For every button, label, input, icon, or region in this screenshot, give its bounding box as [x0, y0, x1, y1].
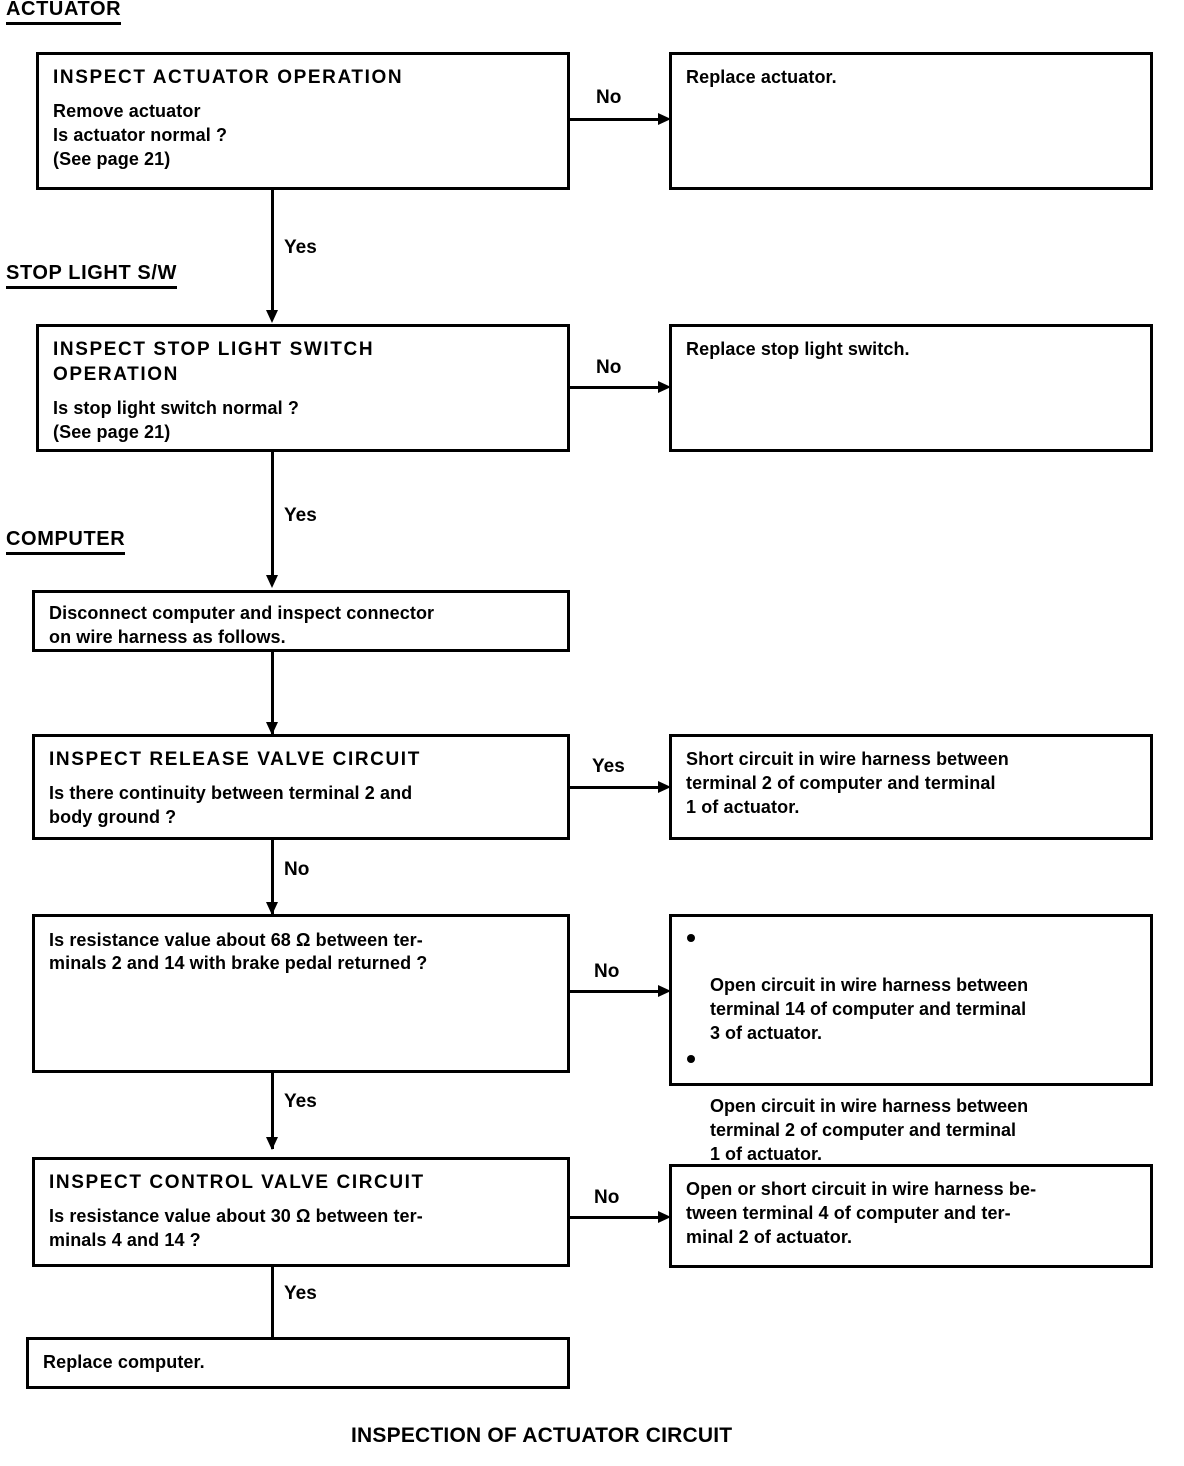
arrow-actuator-no	[658, 113, 671, 125]
edge-label-control-valve-no: No	[594, 1187, 620, 1208]
list-item: Open circuit in wire harness between ter…	[680, 925, 1140, 1045]
edge-label-resistance68-no: No	[594, 961, 620, 982]
box-title: INSPECT STOP LIGHT SWITCH OPERATION	[53, 339, 375, 385]
arrow-release-valve-yes	[658, 781, 671, 793]
box-body: Open or short circuit in wire harness be…	[686, 1179, 1037, 1247]
section-label-actuator: ACTUATOR	[6, 0, 122, 25]
box-replace-stop-light-switch: Replace stop light switch.	[669, 324, 1153, 452]
arrow-resistance68-yes	[266, 1137, 278, 1150]
connector-actuator-yes	[271, 190, 274, 314]
edge-label-resistance68-yes: Yes	[284, 1091, 317, 1112]
arrow-actuator-yes	[266, 310, 278, 323]
edge-label-release-valve-no: No	[284, 859, 310, 880]
list-item: Open circuit in wire harness between ter…	[680, 1046, 1140, 1166]
connector-actuator-no	[570, 118, 662, 121]
box-body: Short circuit in wire harness between te…	[686, 749, 1009, 817]
edge-label-actuator-no: No	[596, 87, 622, 108]
bullet-dot-icon	[687, 1055, 695, 1063]
box-body: Disconnect computer and inspect connecto…	[49, 603, 435, 647]
edge-label-actuator-yes: Yes	[284, 237, 317, 258]
bullet-dot-icon	[687, 934, 695, 942]
arrow-release-valve-no	[266, 902, 278, 915]
connector-resistance68-yes	[271, 1073, 274, 1149]
box-replace-computer: Replace computer.	[26, 1337, 570, 1389]
box-body: Replace stop light switch.	[686, 339, 910, 359]
connector-stop-light-yes	[271, 452, 274, 578]
box-body: Remove actuator Is actuator normal ? (Se…	[53, 101, 228, 169]
box-resistance-68-ohm: Is resistance value about 68 Ω between t…	[32, 914, 570, 1073]
box-body: Is resistance value about 30 Ω between t…	[49, 1206, 423, 1250]
connector-control-valve-no	[570, 1216, 662, 1219]
box-title: INSPECT CONTROL VALVE CIRCUIT	[49, 1172, 425, 1193]
box-title: INSPECT RELEASE VALVE CIRCUIT	[49, 749, 421, 770]
box-body: Is stop light switch normal ? (See page …	[53, 398, 299, 442]
edge-label-stop-light-yes: Yes	[284, 505, 317, 526]
edge-label-release-valve-yes: Yes	[592, 756, 625, 777]
box-inspect-actuator-operation: INSPECT ACTUATOR OPERATION Remove actuat…	[36, 52, 570, 190]
box-inspect-release-valve-circuit: INSPECT RELEASE VALVE CIRCUIT Is there c…	[32, 734, 570, 840]
box-body: Replace computer.	[43, 1352, 205, 1372]
box-title: INSPECT ACTUATOR OPERATION	[53, 67, 404, 88]
box-replace-actuator: Replace actuator.	[669, 52, 1153, 190]
arrow-disconnect-to-release	[266, 722, 278, 735]
box-open-circuit-list: Open circuit in wire harness between ter…	[669, 914, 1153, 1164]
connector-release-valve-no	[271, 840, 274, 914]
arrow-stop-light-no	[658, 381, 671, 393]
box-body: Is there continuity between terminal 2 a…	[49, 783, 413, 827]
box-disconnect-computer: Disconnect computer and inspect connecto…	[32, 590, 570, 652]
connector-control-valve-yes	[271, 1267, 274, 1337]
connector-release-valve-yes	[570, 786, 662, 789]
box-body: Replace actuator.	[686, 67, 837, 87]
box-short-circuit-release-valve: Short circuit in wire harness between te…	[669, 734, 1153, 840]
connector-stop-light-no	[570, 386, 662, 389]
connector-resistance68-no	[570, 990, 662, 993]
box-inspect-control-valve-circuit: INSPECT CONTROL VALVE CIRCUIT Is resista…	[32, 1157, 570, 1267]
figure-caption: INSPECTION OF ACTUATOR CIRCUIT	[351, 1424, 733, 1447]
connector-disconnect-to-release	[271, 652, 274, 734]
section-label-computer: COMPUTER	[6, 528, 126, 555]
list-item-text: Open circuit in wire harness between ter…	[710, 1096, 1029, 1164]
arrow-resistance68-no	[658, 985, 671, 997]
arrow-stop-light-yes	[266, 575, 278, 588]
edge-label-stop-light-no: No	[596, 357, 622, 378]
box-body: Is resistance value about 68 Ω between t…	[49, 930, 428, 973]
arrow-control-valve-no	[658, 1211, 671, 1223]
box-inspect-stop-light-switch: INSPECT STOP LIGHT SWITCH OPERATION Is s…	[36, 324, 570, 452]
list-item-text: Open circuit in wire harness between ter…	[710, 975, 1029, 1043]
box-open-or-short-control-valve: Open or short circuit in wire harness be…	[669, 1164, 1153, 1268]
edge-label-control-valve-yes: Yes	[284, 1283, 317, 1304]
section-label-stop-light-sw: STOP LIGHT S/W	[6, 262, 178, 289]
bullet-list: Open circuit in wire harness between ter…	[680, 925, 1140, 1166]
